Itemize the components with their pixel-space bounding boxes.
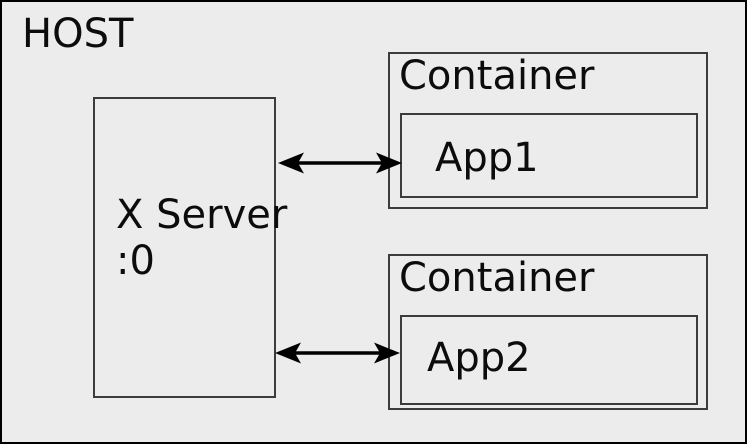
arrow-xserver-app2 <box>275 342 400 364</box>
xserver-box: X Server:0 <box>93 97 287 398</box>
app2-box: App2 <box>400 315 698 405</box>
xserver-label-line2: :0 <box>116 238 155 284</box>
arrow-head-left-icon <box>278 152 304 174</box>
arrow-xserver-app1 <box>278 152 402 174</box>
arrow-head-left-icon <box>275 342 301 364</box>
app1-box: App1 <box>400 113 698 198</box>
app2-label: App2 <box>427 335 531 381</box>
container-2-box: Container App2 <box>388 254 708 410</box>
xserver-label: X Server:0 <box>116 192 287 284</box>
app1-label: App1 <box>435 135 539 181</box>
container-2-label: Container <box>399 255 595 301</box>
container-1-label: Container <box>399 53 595 99</box>
host-label: HOST <box>22 11 134 57</box>
container-1-box: Container App1 <box>388 52 708 209</box>
xserver-label-line1: X Server <box>116 192 288 238</box>
